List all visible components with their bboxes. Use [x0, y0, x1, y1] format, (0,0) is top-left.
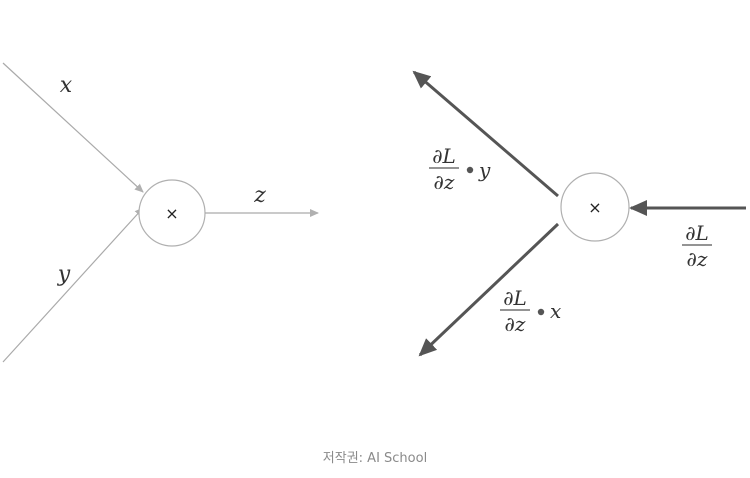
upstream-gradient-label: ∂L ∂z [682, 221, 712, 271]
grad-top-label: ∂L ∂z y [429, 144, 491, 194]
grad-top-numerator: ∂L [432, 144, 456, 168]
upstream-grad-numerator: ∂L [685, 221, 709, 245]
backward-grad-top-edge [412, 70, 559, 198]
grad-bottom-numerator: ∂L [503, 286, 527, 310]
forward-label-y: y [57, 262, 71, 287]
grad-bottom-label: ∂L ∂z x [500, 286, 561, 336]
forward-multiply-symbol: × [165, 204, 178, 223]
forward-label-z: z [253, 183, 266, 208]
forward-graph: × x y z [2, 62, 319, 363]
backward-multiply-node [560, 172, 630, 242]
backward-grad-bottom-edge [418, 222, 560, 357]
grad-top-multiply-dot [466, 166, 474, 174]
grad-bottom-denominator: ∂z [505, 312, 526, 336]
grad-bottom-factor: x [550, 299, 561, 323]
copyright-caption: 저작권: AI School [322, 451, 428, 466]
forward-input-y-edge [2, 207, 144, 363]
forward-label-x: x [60, 73, 73, 98]
backward-multiply-symbol: × [588, 198, 601, 217]
forward-input-x-edge [2, 62, 144, 193]
grad-top-denominator: ∂z [434, 170, 455, 194]
upstream-grad-denominator: ∂z [687, 247, 708, 271]
backward-graph: × ∂L ∂z ∂L ∂z y ∂L ∂z x [412, 70, 746, 357]
grad-bottom-multiply-dot [537, 308, 545, 316]
grad-top-factor: y [478, 158, 491, 182]
